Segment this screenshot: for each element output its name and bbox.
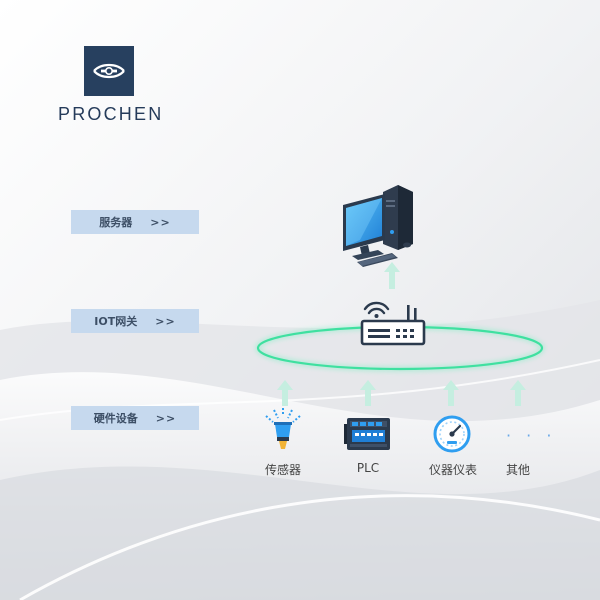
arrow-up-icon bbox=[510, 380, 526, 406]
more-dots-icon: · · · bbox=[506, 426, 557, 445]
layer-arrow: >> bbox=[150, 215, 171, 229]
layer-label-text: 硬件设备 bbox=[93, 412, 138, 425]
layer-label-hardware: 硬件设备 >> bbox=[71, 406, 199, 430]
device-label-plc: PLC bbox=[356, 461, 380, 475]
device-label-gauge: 仪器仪表 bbox=[428, 463, 477, 477]
arrow-up-icon bbox=[384, 262, 400, 289]
layer-label-gateway: IOT网关 >> bbox=[71, 309, 199, 333]
computer-icon bbox=[343, 185, 413, 267]
sensor-icon bbox=[265, 408, 301, 449]
layer-label-text: 服务器 bbox=[99, 216, 133, 229]
plc-icon bbox=[344, 418, 390, 450]
device-label-sensor: 传感器 bbox=[264, 463, 301, 477]
layer-arrow: >> bbox=[155, 314, 176, 328]
router-icon bbox=[360, 301, 426, 346]
device-label-other: 其他 bbox=[505, 463, 530, 477]
layer-arrow: >> bbox=[155, 411, 177, 425]
gauge-icon bbox=[433, 415, 471, 453]
layer-label-text: IOT网关 bbox=[94, 315, 138, 328]
arrow-up-icon bbox=[360, 380, 376, 406]
arrow-up-icon bbox=[277, 380, 293, 406]
eye-emblem-icon bbox=[93, 63, 125, 79]
brand-name: PROCHEN bbox=[58, 104, 164, 124]
arrow-up-icon bbox=[443, 380, 459, 406]
brand-logo bbox=[84, 46, 134, 96]
layer-label-server: 服务器 >> bbox=[71, 210, 199, 234]
